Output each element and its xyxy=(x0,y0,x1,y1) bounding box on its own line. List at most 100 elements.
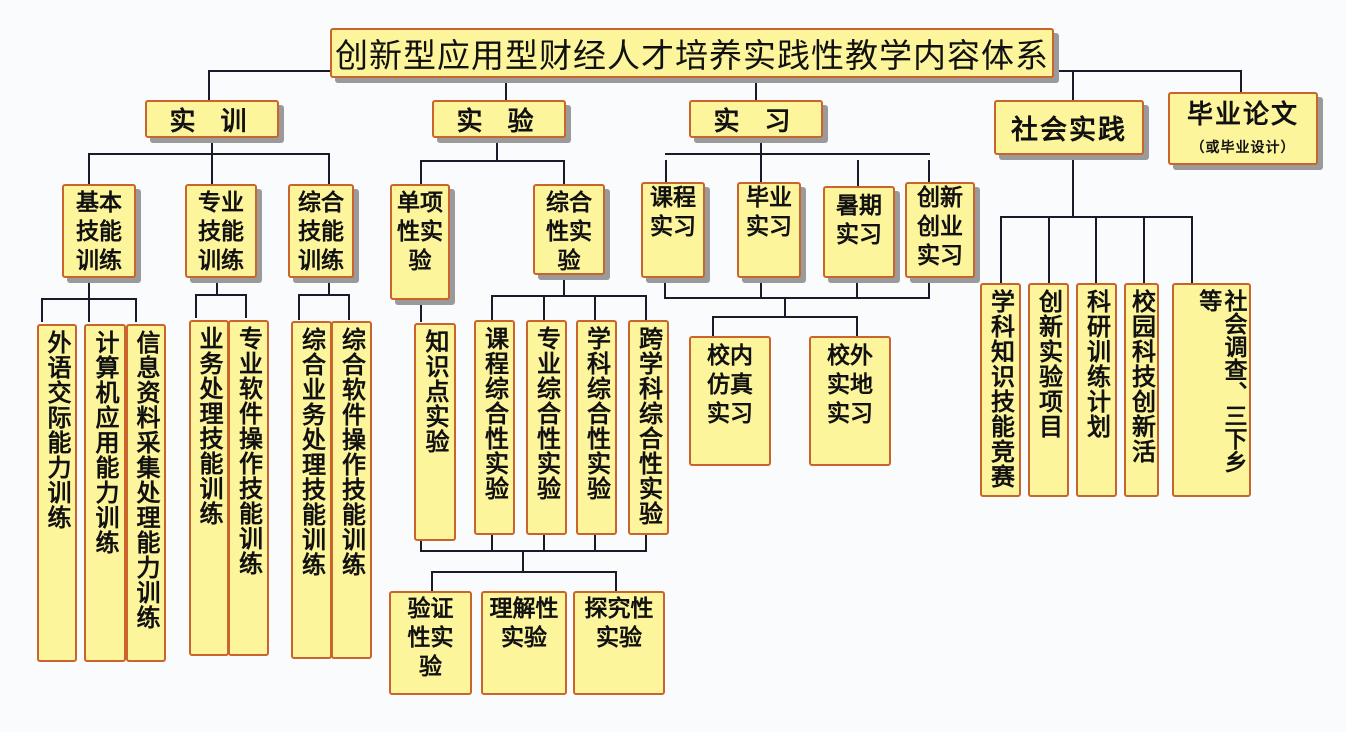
connector xyxy=(348,294,350,320)
leaf-comprehensive-business: 综合业务处理技能训练 xyxy=(291,321,332,659)
category-internship: 实 习 xyxy=(689,100,823,138)
connector xyxy=(420,300,422,322)
connector xyxy=(420,160,422,184)
root-title-box: 创新型应用型财经人才培养实践性教学内容体系 xyxy=(330,28,1054,78)
connector xyxy=(615,571,617,593)
connector xyxy=(211,138,213,184)
root-title: 创新型应用型财经人才培养实践性教学内容体系 xyxy=(335,36,1049,75)
connector xyxy=(216,278,218,294)
leaf-comprehensive-software: 综合软件操作技能训练 xyxy=(331,321,372,659)
category-thesis: 毕业论文 （或毕业设计） xyxy=(1168,92,1318,165)
connector xyxy=(856,278,858,298)
leaf-course-comprehensive: 课程综合性实验 xyxy=(474,320,515,535)
connector xyxy=(420,160,565,162)
connector xyxy=(1240,70,1242,94)
connector xyxy=(563,160,565,184)
connector xyxy=(1048,216,1050,284)
internship-innovation: 创新创业实习 xyxy=(905,182,975,278)
training-basic-skills: 基本技能训练 xyxy=(62,184,136,278)
connector xyxy=(431,571,433,593)
connector xyxy=(298,294,350,296)
leaf-research-training: 科研训练计划 xyxy=(1076,283,1117,497)
connector xyxy=(208,70,332,72)
connector xyxy=(665,153,930,155)
connector xyxy=(563,275,565,297)
connector xyxy=(928,160,930,182)
leaf-discipline-comprehensive: 学科综合性实验 xyxy=(576,320,617,535)
connector xyxy=(712,316,858,318)
leaf-major-comprehensive: 专业综合性实验 xyxy=(526,320,567,535)
connector xyxy=(712,316,714,338)
connector xyxy=(760,138,762,184)
connector xyxy=(760,278,762,298)
connector xyxy=(594,295,596,321)
connector xyxy=(857,160,859,186)
connector xyxy=(664,278,666,298)
connector xyxy=(1191,216,1193,284)
connector xyxy=(496,140,498,162)
connector xyxy=(208,70,210,100)
connector xyxy=(1000,216,1002,284)
type-verification: 验证性实验 xyxy=(389,591,472,695)
connector xyxy=(664,297,930,299)
connector xyxy=(645,535,647,552)
connector xyxy=(195,294,247,296)
connector xyxy=(88,153,330,155)
category-experiment: 实 验 xyxy=(432,100,566,138)
connector xyxy=(41,298,43,322)
connector xyxy=(522,550,524,572)
leaf-foreign-language: 外语交际能力训练 xyxy=(37,324,77,662)
leaf-innovation-project: 创新实验项目 xyxy=(1028,283,1069,497)
connector xyxy=(543,535,545,552)
connector xyxy=(1072,155,1074,217)
internship-graduation: 毕业实习 xyxy=(737,182,801,278)
connector xyxy=(645,295,647,321)
leaf-software-operation: 专业软件操作技能训练 xyxy=(228,320,269,656)
connector xyxy=(1072,70,1074,100)
connector xyxy=(755,78,757,100)
connector xyxy=(431,571,617,573)
connector xyxy=(88,153,90,184)
connector xyxy=(1095,216,1097,284)
connector xyxy=(665,160,667,182)
connector xyxy=(195,294,197,318)
type-exploration: 探究性实验 xyxy=(573,591,665,695)
type-understanding: 理解性实验 xyxy=(481,591,567,695)
connector xyxy=(328,153,330,184)
venue-on-campus: 校内仿真实习 xyxy=(689,336,771,466)
leaf-computer-application: 计算机应用能力训练 xyxy=(84,324,126,662)
connector xyxy=(328,278,330,294)
connector xyxy=(543,295,545,321)
experiment-comprehensive: 综合性实验 xyxy=(533,184,605,275)
connector xyxy=(298,294,300,320)
connector xyxy=(420,550,647,552)
connector xyxy=(1143,216,1145,284)
training-professional-skills: 专业技能训练 xyxy=(185,184,257,278)
connector xyxy=(491,295,493,321)
connector xyxy=(784,297,786,317)
connector xyxy=(88,278,90,298)
connector xyxy=(856,316,858,338)
leaf-knowledge-point: 知识点实验 xyxy=(414,323,456,541)
category-training: 实 训 xyxy=(145,100,279,138)
leaf-skill-competition: 学科知识技能竞赛 xyxy=(980,283,1021,497)
connector xyxy=(420,540,422,552)
internship-course: 课程实习 xyxy=(641,182,705,278)
connector xyxy=(245,294,247,318)
connector xyxy=(88,298,90,322)
connector xyxy=(594,535,596,552)
training-comprehensive-skills: 综合技能训练 xyxy=(288,184,354,278)
connector xyxy=(928,278,930,298)
leaf-interdisciplinary: 跨学科综合性实验 xyxy=(628,320,669,535)
leaf-business-processing: 业务处理技能训练 xyxy=(189,320,229,656)
venue-off-campus: 校外实地实习 xyxy=(809,336,891,466)
connector xyxy=(135,298,137,322)
connector xyxy=(505,78,507,100)
internship-summer: 暑期实习 xyxy=(823,186,895,278)
connector xyxy=(491,295,647,297)
leaf-campus-innovation: 校园科技创新活 xyxy=(1124,283,1159,497)
connector xyxy=(491,535,493,552)
leaf-information-processing: 信息资料采集处理能力训练 xyxy=(126,324,166,662)
experiment-single: 单项性实验 xyxy=(390,184,450,300)
connector xyxy=(1052,70,1242,72)
